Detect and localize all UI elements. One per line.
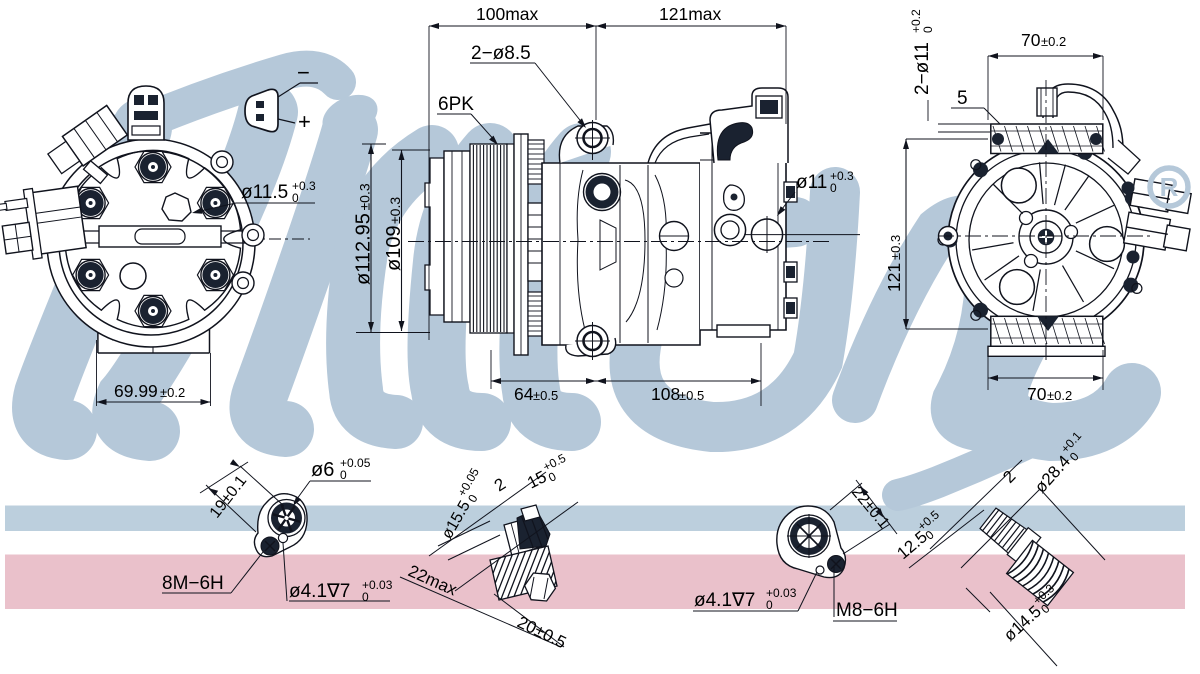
svg-text:R: R (1160, 172, 1179, 202)
svg-text:70: 70 (1021, 30, 1041, 50)
svg-text:ø6: ø6 (311, 459, 334, 481)
svg-text:6PK: 6PK (438, 94, 474, 115)
svg-text:0: 0 (340, 468, 347, 482)
svg-text:121max: 121max (659, 4, 722, 24)
svg-text:±0.5: ±0.5 (679, 388, 704, 403)
svg-text:108: 108 (651, 384, 680, 404)
svg-text:0: 0 (830, 181, 837, 195)
svg-text:ø11: ø11 (796, 172, 827, 193)
svg-text:70: 70 (1027, 384, 1047, 404)
svg-text:+0.3: +0.3 (292, 179, 316, 193)
svg-text:ø11.5: ø11.5 (241, 182, 288, 203)
svg-text:±0.5: ±0.5 (533, 388, 558, 403)
svg-text:0: 0 (921, 26, 935, 33)
svg-text:ø4.1∇7: ø4.1∇7 (694, 590, 755, 611)
svg-text:ø4.1∇7: ø4.1∇7 (289, 581, 350, 602)
svg-text:2−ø11: 2−ø11 (912, 42, 933, 95)
svg-text:±0.2: ±0.2 (160, 385, 185, 400)
svg-text:±0.3: ±0.3 (357, 183, 373, 210)
svg-text:±0.3: ±0.3 (387, 197, 403, 224)
svg-text:100max: 100max (476, 4, 539, 24)
svg-text:121: 121 (884, 263, 904, 292)
svg-text:8M−6H: 8M−6H (162, 573, 224, 594)
svg-text:0: 0 (292, 191, 299, 205)
svg-text:ø112.95: ø112.95 (353, 213, 375, 285)
svg-text:0: 0 (362, 590, 369, 604)
svg-text:+0.03: +0.03 (362, 578, 393, 592)
svg-text:M8−6H: M8−6H (836, 600, 898, 621)
svg-text:+0.3: +0.3 (830, 169, 854, 183)
svg-text:+0.05: +0.05 (340, 456, 371, 470)
svg-text:69.99: 69.99 (114, 381, 158, 401)
svg-text:±0.2: ±0.2 (1047, 388, 1072, 403)
svg-text:5: 5 (957, 88, 968, 109)
svg-text:ø109: ø109 (383, 225, 405, 271)
svg-text:−: − (297, 60, 310, 85)
svg-text:+0.03: +0.03 (766, 586, 797, 600)
svg-text:64: 64 (514, 384, 534, 404)
svg-text:2−ø8.5: 2−ø8.5 (471, 43, 531, 64)
svg-text:±0.3: ±0.3 (888, 235, 903, 260)
svg-text:+0.2: +0.2 (909, 9, 923, 33)
svg-text:+: + (298, 109, 311, 134)
svg-text:±0.2: ±0.2 (1041, 34, 1066, 49)
svg-text:0: 0 (766, 598, 773, 612)
